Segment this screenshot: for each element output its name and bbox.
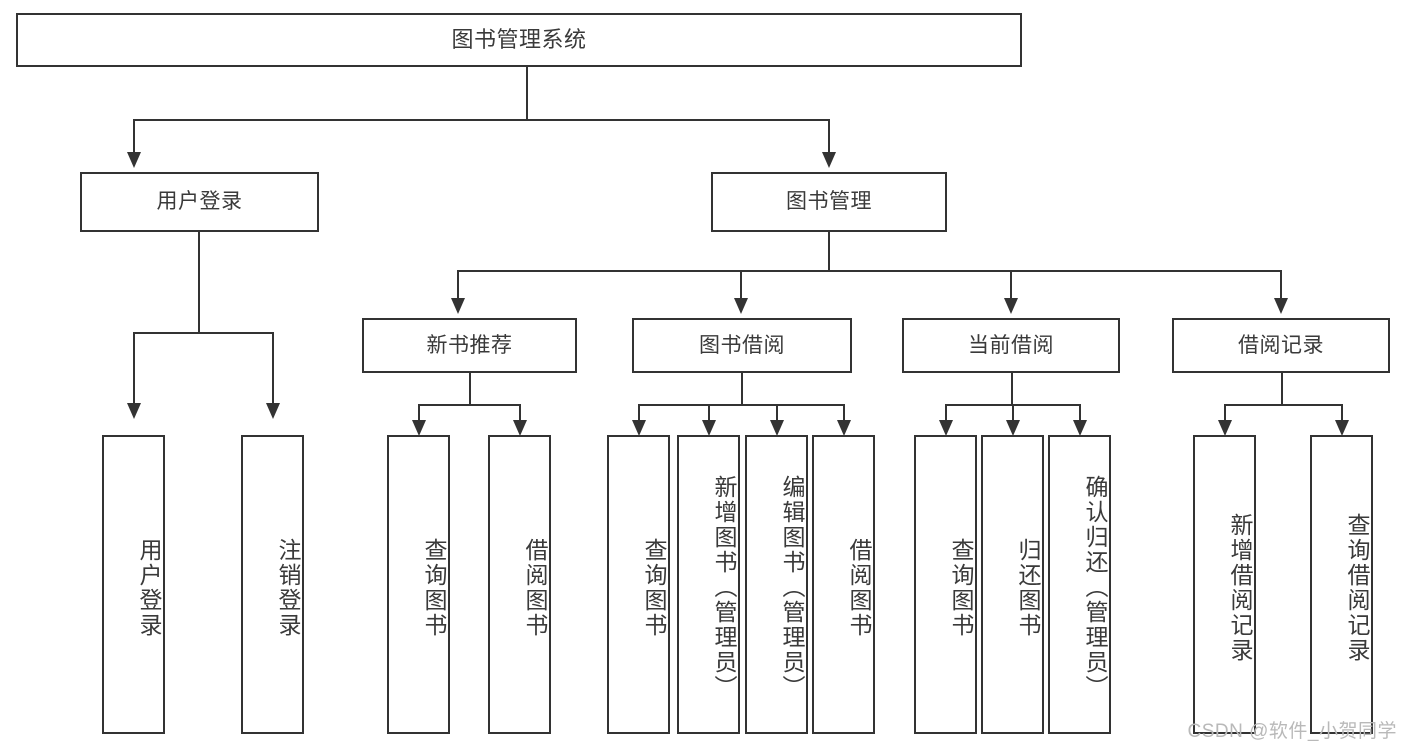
edge-borrow-records-to-leaf-2 [1341,404,1343,422]
arrowhead-new-books-leaf-1 [412,420,426,436]
node-label: 当前借阅 [968,333,1054,357]
node-label: 查询图书 [641,537,667,638]
edge-book-borrow-to-leaf-3 [776,404,778,422]
edge-borrow-records-bus [1224,404,1343,406]
node-label: 查询图书 [948,537,974,638]
edge-user-login-to-leaf-1 [133,332,135,405]
leaf-user-login[interactable]: 用户登录 [102,435,165,734]
leaf-add-book-admin[interactable]: 新增图书（管理员） [677,435,740,734]
edge-book-borrow-to-leaf-2 [708,404,710,422]
node-borrow-records[interactable]: 借阅记录 [1172,318,1390,373]
arrowhead-current-borrow-leaf-3 [1073,420,1087,436]
node-label: 确认归还（管理员） [1082,475,1108,700]
watermark: CSDN @软件_小贺同学 [1187,721,1397,742]
arrowhead-book-manage-new-books [451,298,465,314]
edge-root-to-user-login [133,119,135,154]
node-label: 新增借阅记录 [1227,512,1253,663]
edge-user-login-bus [133,332,273,334]
leaf-add-borrow-record[interactable]: 新增借阅记录 [1193,435,1256,734]
edge-current-borrow-to-leaf-2 [1012,404,1014,422]
edge-book-manage-bus [457,270,1281,272]
node-new-book-recommend[interactable]: 新书推荐 [362,318,577,373]
node-user-login[interactable]: 用户登录 [80,172,319,232]
leaf-query-borrow-record[interactable]: 查询借阅记录 [1310,435,1373,734]
node-label: 注销登录 [275,537,301,638]
node-label: 用户登录 [156,190,243,214]
arrowhead-current-borrow-leaf-2 [1006,420,1020,436]
node-label: 查询图书 [421,537,447,638]
edge-book-manage-to-book-borrow [740,270,742,300]
edge-current-borrow-to-leaf-3 [1079,404,1081,422]
leaf-logout[interactable]: 注销登录 [241,435,304,734]
edge-current-borrow-to-leaf-1 [945,404,947,422]
edge-borrow-records-to-leaf-1 [1224,404,1226,422]
arrowhead-borrow-records-leaf-1 [1218,420,1232,436]
node-label: 图书管理 [786,190,872,214]
arrowhead-user-login-leaf-1 [127,403,141,419]
arrowhead-book-manage-current-borrow [1004,298,1018,314]
leaf-query-book-current[interactable]: 查询图书 [914,435,977,734]
arrowhead-book-borrow-leaf-2 [702,420,716,436]
leaf-borrow-book-recommend[interactable]: 借阅图书 [488,435,551,734]
node-label: 借阅图书 [522,537,548,638]
node-label: 借阅图书 [846,537,872,638]
leaf-return-book[interactable]: 归还图书 [981,435,1044,734]
node-label: 新书推荐 [426,333,513,357]
edge-user-login-to-leaf-2 [272,332,274,405]
edge-book-borrow-stem [741,373,743,406]
edge-new-books-to-leaf-2 [519,404,521,422]
edge-book-manage-to-new-books [457,270,459,300]
edge-borrow-records-stem [1281,373,1283,406]
node-root-system[interactable]: 图书管理系统 [16,13,1022,67]
arrowhead-book-manage-borrow-records [1274,298,1288,314]
arrowhead-book-borrow-leaf-1 [632,420,646,436]
node-book-management[interactable]: 图书管理 [711,172,947,232]
node-label: 编辑图书（管理员） [779,475,805,700]
node-label: 用户登录 [136,537,162,638]
node-label: 图书借阅 [699,333,785,357]
leaf-edit-book-admin[interactable]: 编辑图书（管理员） [745,435,808,734]
leaf-query-book-borrow[interactable]: 查询图书 [607,435,670,734]
edge-book-borrow-to-leaf-1 [638,404,640,422]
arrowhead-root-to-user-login [127,152,141,168]
arrowhead-current-borrow-leaf-1 [939,420,953,436]
node-label: 借阅记录 [1238,333,1324,357]
edge-root-to-book-manage [828,119,830,154]
arrowhead-book-borrow-leaf-4 [837,420,851,436]
arrowhead-book-manage-book-borrow [734,298,748,314]
leaf-query-book-recommend[interactable]: 查询图书 [387,435,450,734]
leaf-confirm-return-admin[interactable]: 确认归还（管理员） [1048,435,1111,734]
edge-current-borrow-stem [1011,373,1013,406]
edge-book-manage-to-borrow-records [1280,270,1282,300]
edge-book-manage-to-current-borrow [1010,270,1012,300]
node-label: 查询借阅记录 [1344,512,1370,663]
edge-book-manage-stem [828,232,830,272]
node-label: 归还图书 [1015,537,1041,638]
edge-root-bus [133,119,830,121]
leaf-borrow-book[interactable]: 借阅图书 [812,435,875,734]
arrowhead-user-login-leaf-2 [266,403,280,419]
edge-book-borrow-bus [638,404,845,406]
edge-new-books-stem [469,373,471,406]
edge-new-books-to-leaf-1 [418,404,420,422]
node-label: 图书管理系统 [451,26,587,52]
arrowhead-new-books-leaf-2 [513,420,527,436]
arrowhead-book-borrow-leaf-3 [770,420,784,436]
edge-new-books-bus [418,404,521,406]
edge-root-stem [526,67,528,120]
node-current-borrow[interactable]: 当前借阅 [902,318,1120,373]
edge-book-borrow-to-leaf-4 [843,404,845,422]
arrowhead-root-to-book-manage [822,152,836,168]
node-label: 新增图书（管理员） [711,475,737,700]
arrowhead-borrow-records-leaf-2 [1335,420,1349,436]
node-book-borrow[interactable]: 图书借阅 [632,318,852,373]
edge-user-login-stem [198,232,200,333]
